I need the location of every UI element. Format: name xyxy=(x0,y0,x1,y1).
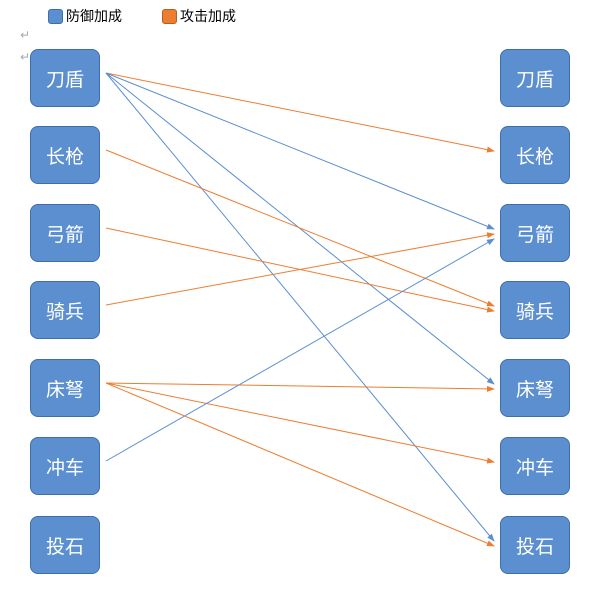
left-unit-box: 床弩 xyxy=(30,359,100,417)
attack-arrow xyxy=(105,232,495,306)
attack-arrow xyxy=(105,72,495,153)
right-unit-box: 冲车 xyxy=(500,437,570,495)
defense-arrow xyxy=(105,72,495,542)
paragraph-mark-icon: ↵ xyxy=(20,50,31,64)
defense-arrow xyxy=(105,72,495,230)
right-unit-box: 长枪 xyxy=(500,126,570,184)
left-unit-box: 刀盾 xyxy=(30,49,100,107)
attack-swatch xyxy=(162,8,177,24)
right-unit-box: 床弩 xyxy=(500,359,570,417)
attack-arrow xyxy=(105,382,495,464)
defense-swatch xyxy=(48,8,63,24)
legend-attack: 攻击加成 xyxy=(162,6,236,26)
right-unit-box: 投石 xyxy=(500,516,570,574)
right-unit-box: 刀盾 xyxy=(500,49,570,107)
legend-label: 防御加成 xyxy=(66,9,122,25)
legend-label: 攻击加成 xyxy=(180,9,236,25)
right-unit-box: 弓箭 xyxy=(500,204,570,262)
left-unit-box: 冲车 xyxy=(30,437,100,495)
attack-arrow xyxy=(105,382,495,547)
left-unit-box: 骑兵 xyxy=(30,281,100,339)
defense-arrow xyxy=(105,238,495,462)
left-unit-box: 长枪 xyxy=(30,126,100,184)
attack-arrow xyxy=(105,149,495,307)
attack-arrow xyxy=(105,382,495,392)
paragraph-mark-icon: ↵ xyxy=(20,28,31,42)
left-unit-box: 投石 xyxy=(30,516,100,574)
right-unit-box: 骑兵 xyxy=(500,281,570,339)
legend-defense: 防御加成 xyxy=(48,6,122,26)
left-unit-box: 弓箭 xyxy=(30,204,100,262)
